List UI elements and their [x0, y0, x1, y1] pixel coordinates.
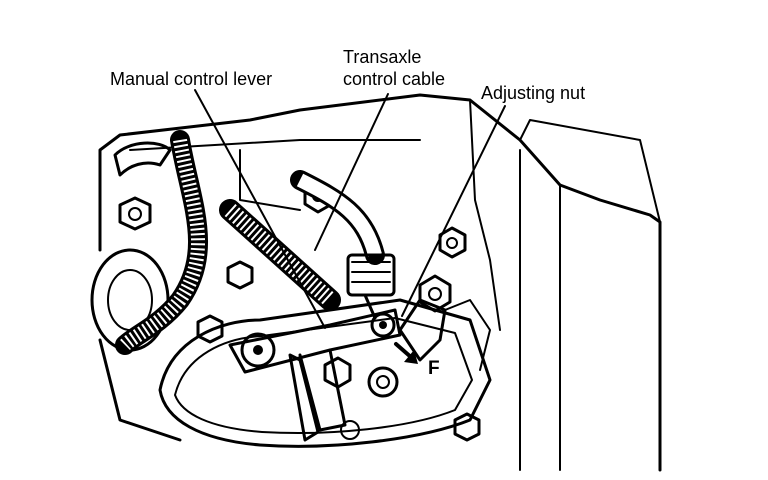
transaxle-control-cable-label: Transaxle control cable	[343, 46, 445, 90]
cable-end-bracket	[398, 298, 491, 371]
manual-control-lever-label: Manual control lever	[110, 69, 273, 89]
front-direction-label: F	[428, 358, 440, 379]
bolt-upper-left	[118, 196, 152, 231]
detent-bar	[288, 353, 360, 442]
adjusting-nut-label: Adjusting nut	[481, 83, 586, 103]
bolt-mid-left	[226, 260, 254, 290]
transaxle-control-cable	[219, 170, 396, 320]
bolt-right	[438, 226, 467, 259]
bracket-plate	[158, 298, 492, 448]
transaxle-control-cable-label-line2: control cable	[343, 69, 446, 89]
leader-transaxle-control-cable	[314, 93, 389, 251]
transaxle-control-cable-label-line1: Transaxle	[343, 47, 422, 67]
bolt-lower-right	[453, 412, 481, 442]
mounting-bolts	[118, 178, 481, 442]
leader-adjusting-nut	[401, 105, 506, 317]
manual-control-lever	[228, 308, 402, 432]
leader-lines	[194, 89, 506, 329]
front-arrow-icon	[394, 342, 418, 364]
bolt-lower	[323, 356, 352, 389]
leader-manual-control-lever	[194, 89, 326, 329]
bolt-lever-left	[196, 314, 224, 344]
corrugated-hose	[113, 130, 208, 355]
